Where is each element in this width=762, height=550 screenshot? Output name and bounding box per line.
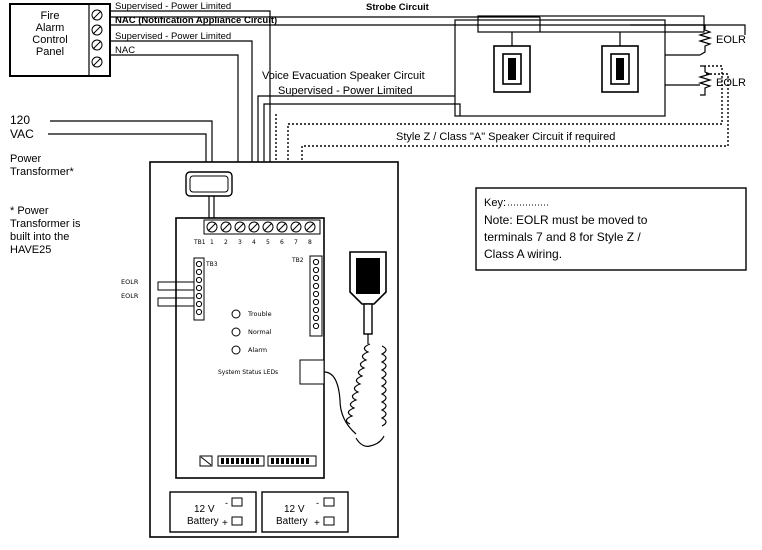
tb1-label: TB1 — [193, 239, 206, 246]
transformer-note-line-1: * Power — [10, 205, 49, 217]
battery-2-voltage: 12 V — [284, 504, 305, 515]
nac-label: NAC — [115, 45, 135, 56]
voice-evac-label-1: Voice Evacuation Speaker Circuit — [262, 70, 425, 82]
terminal-number-5: 5 — [266, 239, 270, 246]
tb1-screw-slot — [249, 222, 259, 232]
battery-2: 12 V Battery - + — [261, 491, 349, 533]
power-transformer-label-1: Power — [10, 153, 42, 165]
tb2-terminal-strip — [309, 255, 323, 337]
battery-2-label: Battery — [276, 516, 308, 527]
fire-alarm-control-panel: Fire Alarm Control Panel — [9, 3, 111, 77]
tb1-screw-slot — [221, 222, 231, 232]
strobe-device-1 — [493, 45, 531, 93]
panel-wires — [110, 10, 746, 220]
transformer-note-line-3: built into the — [10, 231, 69, 243]
terminal-number-1: 1 — [210, 239, 214, 246]
tb1-screw-slot — [263, 222, 273, 232]
terminal-number-4: 4 — [252, 239, 256, 246]
small-eolr-resistors — [157, 281, 194, 307]
power-transformer-label-2: Transformer* — [10, 166, 74, 178]
battery-1-plus: + — [222, 518, 228, 529]
battery-1: 12 V Battery - + — [169, 491, 257, 533]
panel-terminal-screws — [91, 9, 103, 68]
small-eolr-label-2: EOLR — [121, 292, 139, 300]
supervised-power-limited-label-1: Supervised - Power Limited — [115, 1, 231, 12]
tb1-screw-slot — [277, 222, 287, 232]
key-note-line-1: Note: EOLR must be moved to — [484, 213, 648, 227]
key-note-line-2: terminals 7 and 8 for Style Z / — [484, 230, 641, 244]
tb1-screw-slot — [207, 222, 217, 232]
terminal-number-3: 3 — [238, 239, 242, 246]
supervised-power-limited-label-2: Supervised - Power Limited — [115, 31, 231, 42]
battery-2-plus: + — [314, 518, 320, 529]
status-leds: Trouble Normal Alarm System Status LEDs — [218, 309, 278, 376]
120-label: 120 — [10, 113, 30, 127]
terminal-number-8: 8 — [308, 239, 312, 246]
tb1-terminal-numbers: 1 2 3 4 5 6 7 8 — [210, 239, 312, 246]
trouble-label: Trouble — [247, 310, 272, 318]
strobe-speaker-wiring — [454, 15, 705, 117]
key-note-line-3: Class A wiring. — [484, 247, 562, 261]
power-input-wires — [48, 120, 213, 172]
battery-1-voltage: 12 V — [194, 504, 215, 515]
tb1-screw-slot — [235, 222, 245, 232]
tb1-screw-slot — [291, 222, 301, 232]
microphone-cord — [323, 343, 387, 447]
key-box: Key: Note: EOLR must be moved to termina… — [475, 187, 747, 271]
eolr-label-2: EOLR — [716, 77, 746, 89]
panel-label-line-3: Control — [32, 34, 67, 46]
tb3-label: TB3 — [205, 261, 218, 268]
battery-2-minus: - — [316, 498, 319, 508]
eolr-label-1: EOLR — [716, 34, 746, 46]
power-transformer — [185, 171, 233, 218]
trouble-led — [231, 309, 241, 319]
tb1-terminal-strip — [203, 219, 321, 235]
battery-1-minus: - — [225, 498, 228, 508]
transformer-note-line-2: Transformer is — [10, 218, 81, 230]
normal-led — [231, 327, 241, 337]
strobe-circuit-label: Strobe Circuit — [366, 2, 430, 13]
eolr-resistor-1 — [697, 24, 713, 56]
system-status-leds-label: System Status LEDs — [218, 369, 278, 376]
eolr-resistor-2 — [697, 65, 713, 96]
transformer-note-line-4: HAVE25 — [10, 244, 51, 256]
voice-evac-label-2: Supervised - Power Limited — [278, 85, 413, 97]
strobe-device-2 — [601, 45, 639, 93]
tb2-label: TB2 — [291, 257, 304, 264]
normal-label: Normal — [248, 328, 272, 336]
tb1-screw-slot — [305, 222, 315, 232]
small-eolr-label-1: EOLR — [121, 278, 139, 286]
style-z-label: Style Z / Class "A" Speaker Circuit if r… — [396, 131, 615, 143]
alarm-label: Alarm — [248, 346, 267, 354]
microphone — [349, 251, 387, 344]
terminal-number-2: 2 — [224, 239, 228, 246]
nac-full-label: NAC (Notification Appliance Circuit) — [115, 15, 277, 26]
battery-1-label: Battery — [187, 516, 219, 527]
vac-label: VAC — [10, 127, 34, 141]
terminal-number-6: 6 — [280, 239, 284, 246]
bottom-connectors — [199, 455, 317, 467]
tb3-terminal-strip — [193, 257, 205, 321]
key-title: Key: — [484, 197, 506, 209]
panel-label-line-4: Panel — [36, 46, 64, 58]
alarm-led — [231, 345, 241, 355]
terminal-number-7: 7 — [294, 239, 298, 246]
panel-label-line-1: Fire — [41, 10, 60, 22]
panel-label-line-2: Alarm — [36, 22, 65, 34]
microphone-jack — [299, 359, 325, 385]
